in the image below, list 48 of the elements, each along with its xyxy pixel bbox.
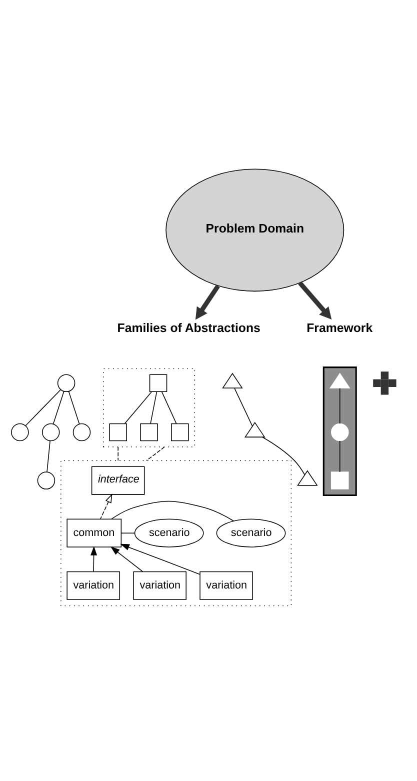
node-text: Framework — [306, 321, 373, 335]
connector — [111, 500, 234, 522]
node-triangle — [244, 422, 266, 438]
node-triangle — [222, 372, 243, 388]
connector — [339, 440, 340, 472]
node-ellipse: Problem Domain — [166, 168, 344, 292]
node-circle — [330, 423, 349, 442]
node-circle — [37, 472, 56, 490]
node-box: variation — [66, 571, 120, 600]
connector — [52, 390, 64, 424]
connector — [262, 436, 306, 475]
node-box — [149, 374, 168, 392]
connector — [146, 446, 165, 461]
connector — [234, 388, 253, 426]
node-ellipse: scenario — [134, 518, 204, 548]
connector — [150, 391, 158, 424]
node-box — [330, 472, 349, 490]
cluster — [60, 460, 292, 606]
connector — [68, 390, 80, 424]
node-text: Families of Abstractions — [117, 321, 260, 335]
node-box: common — [66, 518, 122, 548]
node-box: interface — [91, 466, 145, 495]
node-circle — [57, 374, 76, 392]
connector — [120, 532, 136, 534]
connector — [124, 391, 152, 424]
connector — [161, 391, 177, 424]
node-box — [109, 423, 127, 442]
arrow — [195, 284, 220, 320]
connector — [339, 388, 340, 424]
connector — [46, 440, 50, 472]
node-box — [171, 423, 189, 442]
arrow — [120, 544, 200, 575]
node-box — [140, 423, 158, 442]
node-circle — [72, 423, 91, 442]
arrow — [298, 281, 332, 320]
arrow — [110, 546, 144, 572]
node-circle — [11, 423, 29, 442]
node-triangle — [330, 372, 350, 388]
arrow — [90, 546, 98, 572]
cluster — [322, 366, 357, 496]
cluster — [103, 368, 195, 448]
node-box: variation — [133, 571, 186, 600]
node-circle — [42, 423, 60, 442]
node-ellipse: scenario — [216, 518, 286, 548]
connector — [25, 389, 61, 426]
node-triangle — [297, 470, 318, 486]
node-box: variation — [200, 571, 253, 600]
arrow — [100, 494, 112, 520]
